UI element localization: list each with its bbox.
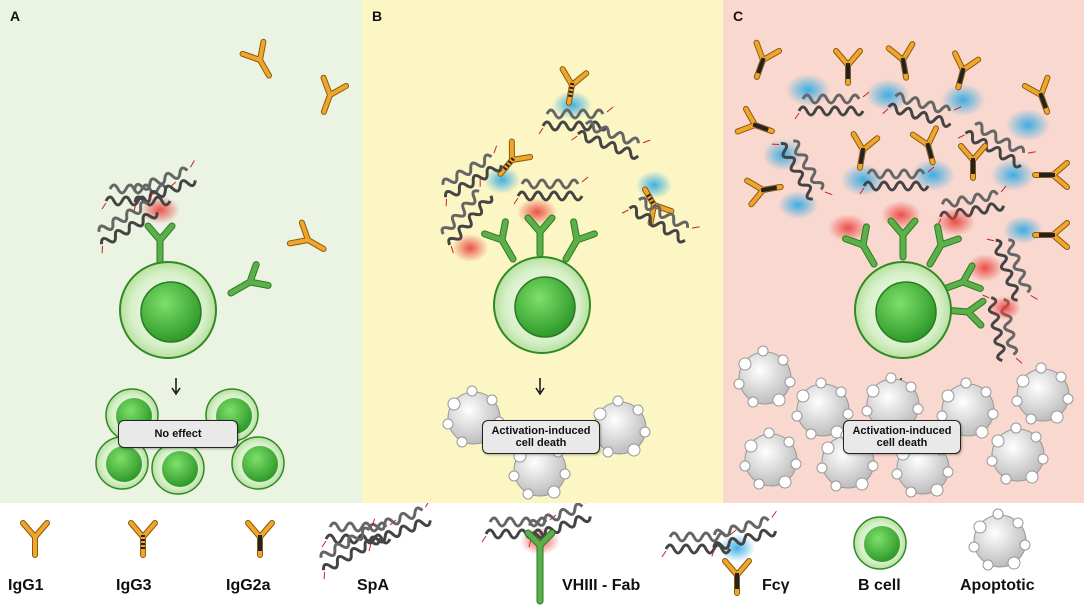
b-cell-receptor [556, 222, 595, 265]
caption-line: Activation-induced [491, 425, 591, 437]
spa-icon [309, 503, 441, 581]
b-cell-receptor [148, 226, 172, 262]
fc-gamma-icon [660, 509, 785, 593]
igg1-antibody [290, 223, 330, 260]
apoptotic-icon [968, 508, 1031, 571]
legend-icons [0, 503, 1031, 605]
panel-label: A [10, 8, 21, 24]
legend-b-cell: B cell [858, 577, 901, 594]
igg2a-antibody [889, 44, 918, 80]
igg2a-antibody [746, 43, 779, 81]
panel-label: C [733, 8, 744, 24]
spa-protein [570, 113, 652, 167]
apoptotic-cell [1011, 362, 1074, 425]
vhiii-fab-icon [480, 503, 601, 605]
spa-protein [512, 175, 590, 206]
igg2a-antibody [961, 146, 985, 178]
panel-b-illustration [431, 0, 702, 500]
apoptotic-cell [733, 345, 796, 408]
b-cell-receptor [225, 265, 268, 304]
spa-protein [620, 188, 702, 252]
legend-vhiii-fab: VHIII - Fab [562, 577, 641, 594]
apoptotic-cell [739, 427, 802, 490]
igg1-icon [23, 523, 47, 555]
igg3-icon [131, 523, 155, 555]
panel-a-illustration [87, 0, 362, 495]
igg2a-antibody [1035, 163, 1067, 187]
igg2a-icon [248, 523, 272, 555]
legend-igg2a: IgG2a [226, 577, 271, 594]
legend-apoptotic: Apoptotic [960, 577, 1035, 594]
b-cell [854, 261, 952, 359]
apoptotic-cell [986, 422, 1049, 485]
legend: IgG1 IgG3 IgG2a SpA VHIII - Fab Fcγ B ce… [0, 503, 1084, 607]
igg1-antibody [243, 42, 280, 82]
arrow [171, 378, 181, 396]
caption-line: cell death [876, 437, 928, 449]
igg2a-antibody [747, 175, 783, 204]
legend-spa: SpA [357, 577, 389, 594]
panel-c-illustration [733, 0, 1074, 498]
b-cell-small [231, 436, 285, 490]
legend-igg3: IgG3 [116, 577, 152, 594]
b-cell [119, 261, 217, 359]
panel-label: B [372, 8, 383, 24]
b-cell-receptor [485, 222, 524, 265]
legend-igg1: IgG1 [8, 577, 44, 594]
b-cell [493, 256, 591, 354]
no-effect-label: No effect [118, 420, 238, 448]
panel-c: C [723, 0, 1084, 503]
b-cell-small [151, 441, 205, 495]
igg1-antibody [313, 78, 346, 116]
caption-line: Activation-induced [852, 425, 952, 437]
fc-complex-network [738, 43, 1067, 370]
legend-fc-gamma: Fcγ [762, 577, 790, 594]
b-cell-icon [853, 516, 907, 570]
igg2a-antibody [836, 51, 860, 83]
panel-a: A No effect [0, 0, 362, 503]
igg2a-antibody [738, 109, 776, 142]
igg2a-antibody [848, 134, 877, 170]
caption-line: cell death [515, 437, 567, 449]
arrow [535, 378, 545, 396]
